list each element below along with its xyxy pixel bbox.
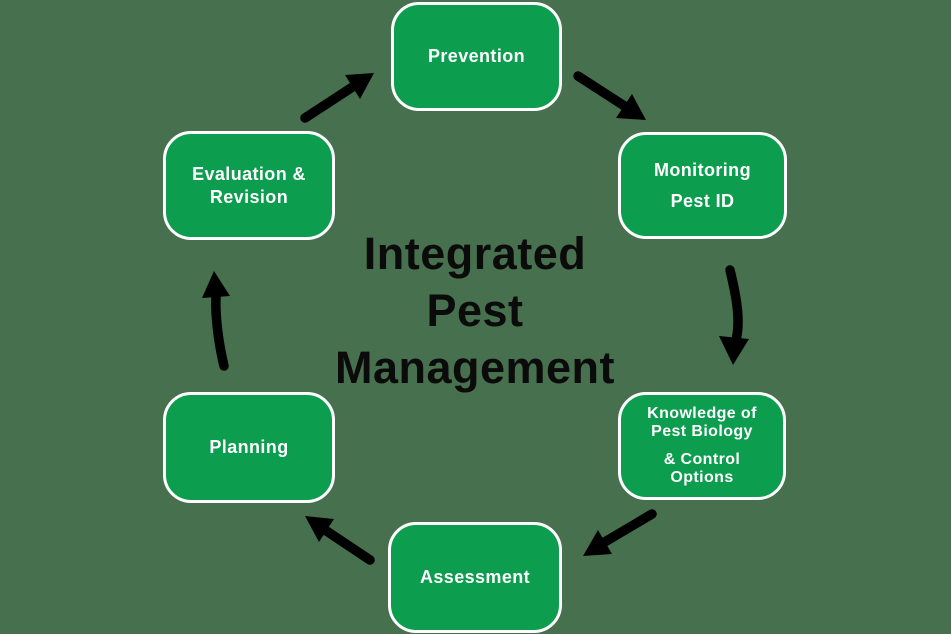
arrow-knowledge-to-assessment-icon: [583, 509, 657, 556]
diagram-title-line3: Management: [334, 342, 616, 393]
diagram-title-line1: Integrated: [363, 228, 587, 279]
arrow-evaluation-to-prevention-icon: [300, 73, 374, 123]
node-prevention: Prevention: [391, 2, 562, 111]
node-monitoring: Monitoring Pest ID: [618, 132, 787, 239]
node-monitoring-line2: Pest ID: [670, 191, 735, 211]
node-planning-label: Planning: [209, 437, 289, 458]
arrow-prevention-to-monitoring-icon: [573, 71, 646, 120]
node-assessment-label: Assessment: [419, 567, 531, 588]
arrow-monitoring-to-knowledge-icon: [719, 265, 749, 365]
arrow-planning-to-evaluation-icon: [202, 271, 230, 371]
node-knowledge-para2: & Control Options: [663, 450, 741, 486]
node-planning: Planning: [163, 392, 335, 503]
node-evaluation-label: Evaluation & Revision: [192, 164, 306, 207]
diagram-title-line2: Pest: [426, 285, 524, 336]
node-assessment: Assessment: [388, 522, 562, 633]
node-knowledge-para1: Knowledge of Pest Biology: [647, 404, 757, 441]
node-evaluation: Evaluation & Revision: [163, 131, 335, 240]
node-monitoring-line1: Monitoring: [654, 159, 751, 180]
arrow-assessment-to-planning-icon: [305, 516, 375, 565]
diagram-title: Integrated Pest Management: [235, 225, 715, 396]
node-prevention-label: Prevention: [427, 46, 526, 67]
node-knowledge: Knowledge of Pest Biology & Control Opti…: [618, 392, 786, 500]
